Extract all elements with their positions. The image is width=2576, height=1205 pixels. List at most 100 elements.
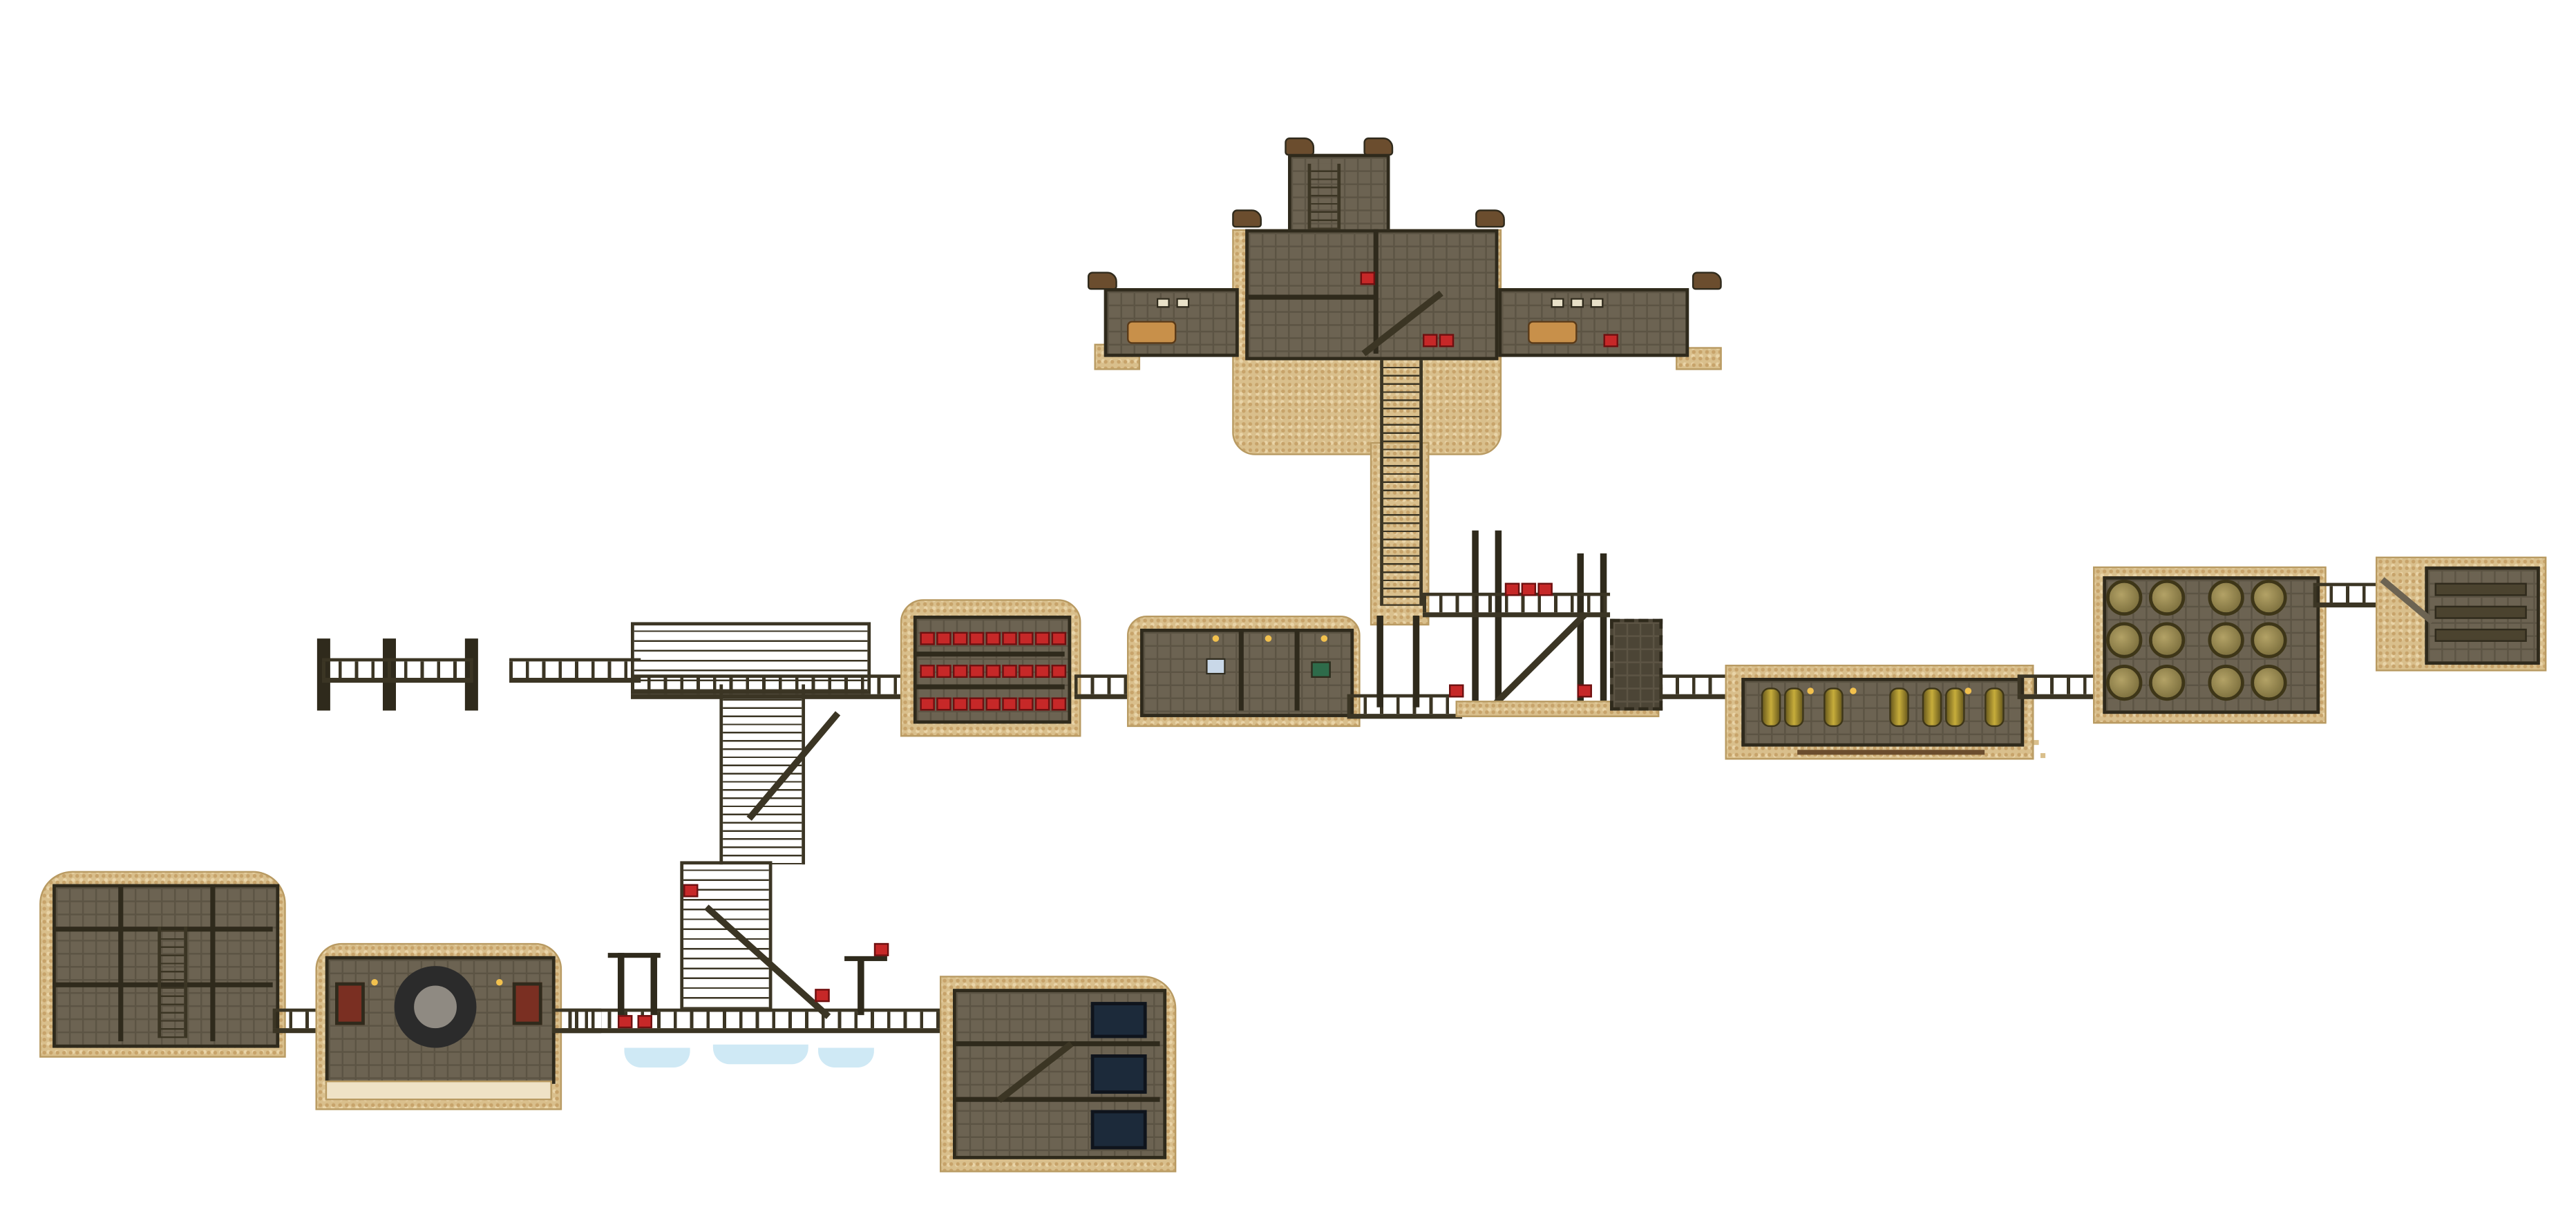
turret-icon	[1232, 209, 1262, 228]
cellblock-floor	[953, 1041, 1160, 1047]
walkway-east	[1659, 674, 1735, 699]
red-crate-icon	[953, 665, 968, 679]
storage-tank-icon	[2148, 622, 2186, 658]
barracks-divider	[118, 884, 124, 1042]
red-crate-icon	[1002, 665, 1017, 679]
red-crate-icon	[1603, 334, 1618, 348]
prison-cell	[1090, 1002, 1147, 1038]
water-pool-icon	[818, 1047, 874, 1068]
generator-coil-icon	[1985, 687, 2005, 728]
red-crate-icon	[953, 632, 968, 645]
walkway-tanks	[2017, 674, 2100, 699]
turret-icon	[1692, 272, 1722, 290]
turret-icon	[1363, 137, 1394, 156]
descent-stairs	[719, 684, 806, 865]
red-crate-icon	[985, 665, 1001, 679]
red-crate-icon	[936, 665, 951, 679]
red-crate-icon	[985, 697, 1001, 711]
scaffold-post	[1577, 553, 1584, 701]
scaffold-post	[1600, 553, 1607, 701]
core-divider	[1373, 229, 1379, 354]
storage-tank-icon	[2208, 622, 2244, 658]
generator-coil-icon	[1784, 687, 1804, 728]
storage-tank-icon	[2106, 665, 2143, 701]
dock-post	[617, 953, 625, 1016]
generator-pipe	[1797, 750, 1985, 755]
reactor-door-left	[335, 982, 365, 1025]
storage-tank-icon	[2251, 622, 2287, 658]
red-crate-icon	[1423, 334, 1438, 348]
water-pool-icon	[624, 1047, 690, 1068]
cellblock-floor	[953, 1097, 1160, 1102]
walkway-post	[1376, 615, 1383, 708]
generator-coil-icon	[1945, 687, 1965, 728]
red-crate-icon	[953, 697, 968, 711]
ruined-wall	[1610, 618, 1663, 711]
lamp-icon	[371, 979, 378, 986]
red-crate-icon	[920, 697, 935, 711]
storage-shelf	[2434, 628, 2527, 642]
walkway-post	[1412, 615, 1420, 708]
office-divider	[1238, 628, 1244, 711]
prison-cell	[1090, 1054, 1147, 1094]
storage-tank-icon	[2106, 622, 2143, 658]
lamp-icon	[1212, 635, 1220, 642]
red-crate-icon	[1360, 272, 1376, 285]
red-crate-icon	[1051, 632, 1067, 645]
tower-stairs	[1307, 163, 1341, 229]
red-crate-icon	[683, 884, 699, 898]
walkway-right	[1347, 694, 1463, 719]
barracks-divider	[210, 884, 216, 1042]
sand-fleck	[2040, 753, 2046, 759]
generator-coil-icon	[1761, 687, 1781, 728]
crate-shelf-1	[913, 652, 1065, 657]
storage-tank-icon	[2106, 579, 2143, 616]
scaffold-ramp	[1493, 611, 1589, 707]
red-crate-icon	[637, 1015, 652, 1029]
reactor-core-icon	[394, 966, 477, 1048]
core-floor-upper	[1245, 294, 1377, 300]
red-crate-icon	[873, 942, 889, 956]
sand-fleck	[2034, 740, 2039, 746]
red-crate-icon	[1051, 697, 1067, 711]
turret-icon	[1087, 272, 1117, 290]
red-crate-icon	[1019, 632, 1034, 645]
generator-coil-icon	[1922, 687, 1942, 728]
lamp-icon	[1320, 635, 1328, 642]
turret-icon	[1475, 209, 1505, 228]
red-crate-icon	[1449, 684, 1464, 698]
storage-tank-icon	[2148, 665, 2186, 701]
lamp-icon	[496, 979, 503, 986]
barracks-stairs	[158, 927, 188, 1038]
red-crate-icon	[1019, 665, 1034, 679]
reactor-floor-strip	[325, 1080, 552, 1101]
lamp-icon	[1964, 687, 1972, 694]
turret-icon	[1285, 137, 1315, 156]
crate-shelf-2	[913, 684, 1065, 690]
storage-shelf	[2434, 582, 2527, 596]
dock-walkway	[558, 1008, 947, 1034]
red-crate-icon	[936, 697, 951, 711]
generator-hall	[1741, 678, 2025, 747]
cart-icon	[1528, 321, 1578, 344]
red-crate-icon	[936, 632, 951, 645]
red-crate-icon	[1051, 665, 1067, 679]
terminal-screen-icon	[1206, 658, 1226, 675]
fortress-descent-stairs	[1380, 360, 1423, 606]
red-crate-icon	[815, 989, 830, 1003]
dock-canopy	[844, 956, 887, 961]
prison-cell	[1090, 1110, 1147, 1150]
window-icon	[1590, 298, 1604, 308]
red-crate-icon	[969, 697, 985, 711]
fortress-right-ledge	[1676, 347, 1722, 370]
generator-coil-icon	[1824, 687, 1844, 728]
office-divider	[1294, 628, 1300, 711]
red-crate-icon	[1034, 632, 1050, 645]
red-crate-icon	[985, 632, 1001, 645]
cart-icon	[1127, 321, 1177, 344]
dock-canopy	[607, 953, 661, 958]
red-crate-icon	[1537, 582, 1553, 596]
terminal-screen-icon	[1311, 661, 1331, 679]
